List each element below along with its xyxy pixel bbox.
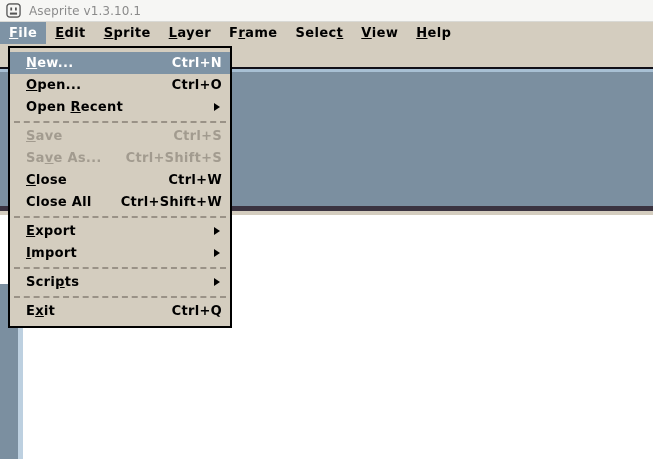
submenu-arrow-icon xyxy=(214,278,220,286)
menu-item-close[interactable]: Close Ctrl+W xyxy=(10,169,230,191)
menu-item-new-accel: Ctrl+N xyxy=(171,55,222,71)
menu-item-exit[interactable]: Exit Ctrl+Q xyxy=(10,300,230,322)
menu-item-save-accel: Ctrl+S xyxy=(173,128,222,144)
menu-item-save-label: Save xyxy=(26,128,63,144)
menu-item-open-label: Open... xyxy=(26,77,82,93)
aseprite-logo-icon xyxy=(6,3,21,18)
menu-separator xyxy=(10,118,230,125)
title-bar: Aseprite v1.3.10.1 xyxy=(0,0,653,22)
panel-bottom-divider xyxy=(0,206,653,211)
menu-separator xyxy=(10,264,230,271)
menu-item-open-recent-label: Open Recent xyxy=(26,99,124,115)
menu-item-save-as: Save As... Ctrl+Shift+S xyxy=(10,147,230,169)
menu-item-open-accel: Ctrl+O xyxy=(171,77,222,93)
menu-item-open[interactable]: Open... Ctrl+O xyxy=(10,74,230,96)
menu-item-save-as-label: Save As... xyxy=(26,150,102,166)
menu-item-export-label: Export xyxy=(26,223,76,239)
menu-item-close-all-accel: Ctrl+Shift+W xyxy=(120,194,222,210)
menu-item-open-recent[interactable]: Open Recent xyxy=(10,96,230,118)
menu-item-close-all-label: Close All xyxy=(26,194,92,210)
menu-item-close-accel: Ctrl+W xyxy=(168,172,222,188)
menu-item-scripts[interactable]: Scripts xyxy=(10,271,230,293)
menu-item-save: Save Ctrl+S xyxy=(10,125,230,147)
submenu-arrow-icon xyxy=(214,103,220,111)
menu-item-scripts-label: Scripts xyxy=(26,274,80,290)
left-tool-strip-edge xyxy=(18,284,23,459)
file-dropdown-menu[interactable]: New... Ctrl+N Open... Ctrl+O Open Recent… xyxy=(8,46,232,328)
menu-item-close-all[interactable]: Close All Ctrl+Shift+W xyxy=(10,191,230,213)
tab-panel-highlight xyxy=(0,69,653,72)
panel-bottom-strip xyxy=(0,211,653,215)
menu-separator xyxy=(10,213,230,220)
toolbar-divider xyxy=(0,67,653,69)
menu-item-save-as-accel: Ctrl+Shift+S xyxy=(125,150,222,166)
menu-item-export[interactable]: Export xyxy=(10,220,230,242)
submenu-arrow-icon xyxy=(214,249,220,257)
menu-item-close-label: Close xyxy=(26,172,67,188)
menu-item-import[interactable]: Import xyxy=(10,242,230,264)
menu-item-new-label: New... xyxy=(26,55,74,71)
menu-item-new[interactable]: New... Ctrl+N xyxy=(10,52,230,74)
menu-separator xyxy=(10,293,230,300)
submenu-arrow-icon xyxy=(214,227,220,235)
menu-item-exit-accel: Ctrl+Q xyxy=(171,303,222,319)
menu-item-import-label: Import xyxy=(26,245,78,261)
menu-item-exit-label: Exit xyxy=(26,303,56,319)
window-title: Aseprite v1.3.10.1 xyxy=(29,3,142,18)
